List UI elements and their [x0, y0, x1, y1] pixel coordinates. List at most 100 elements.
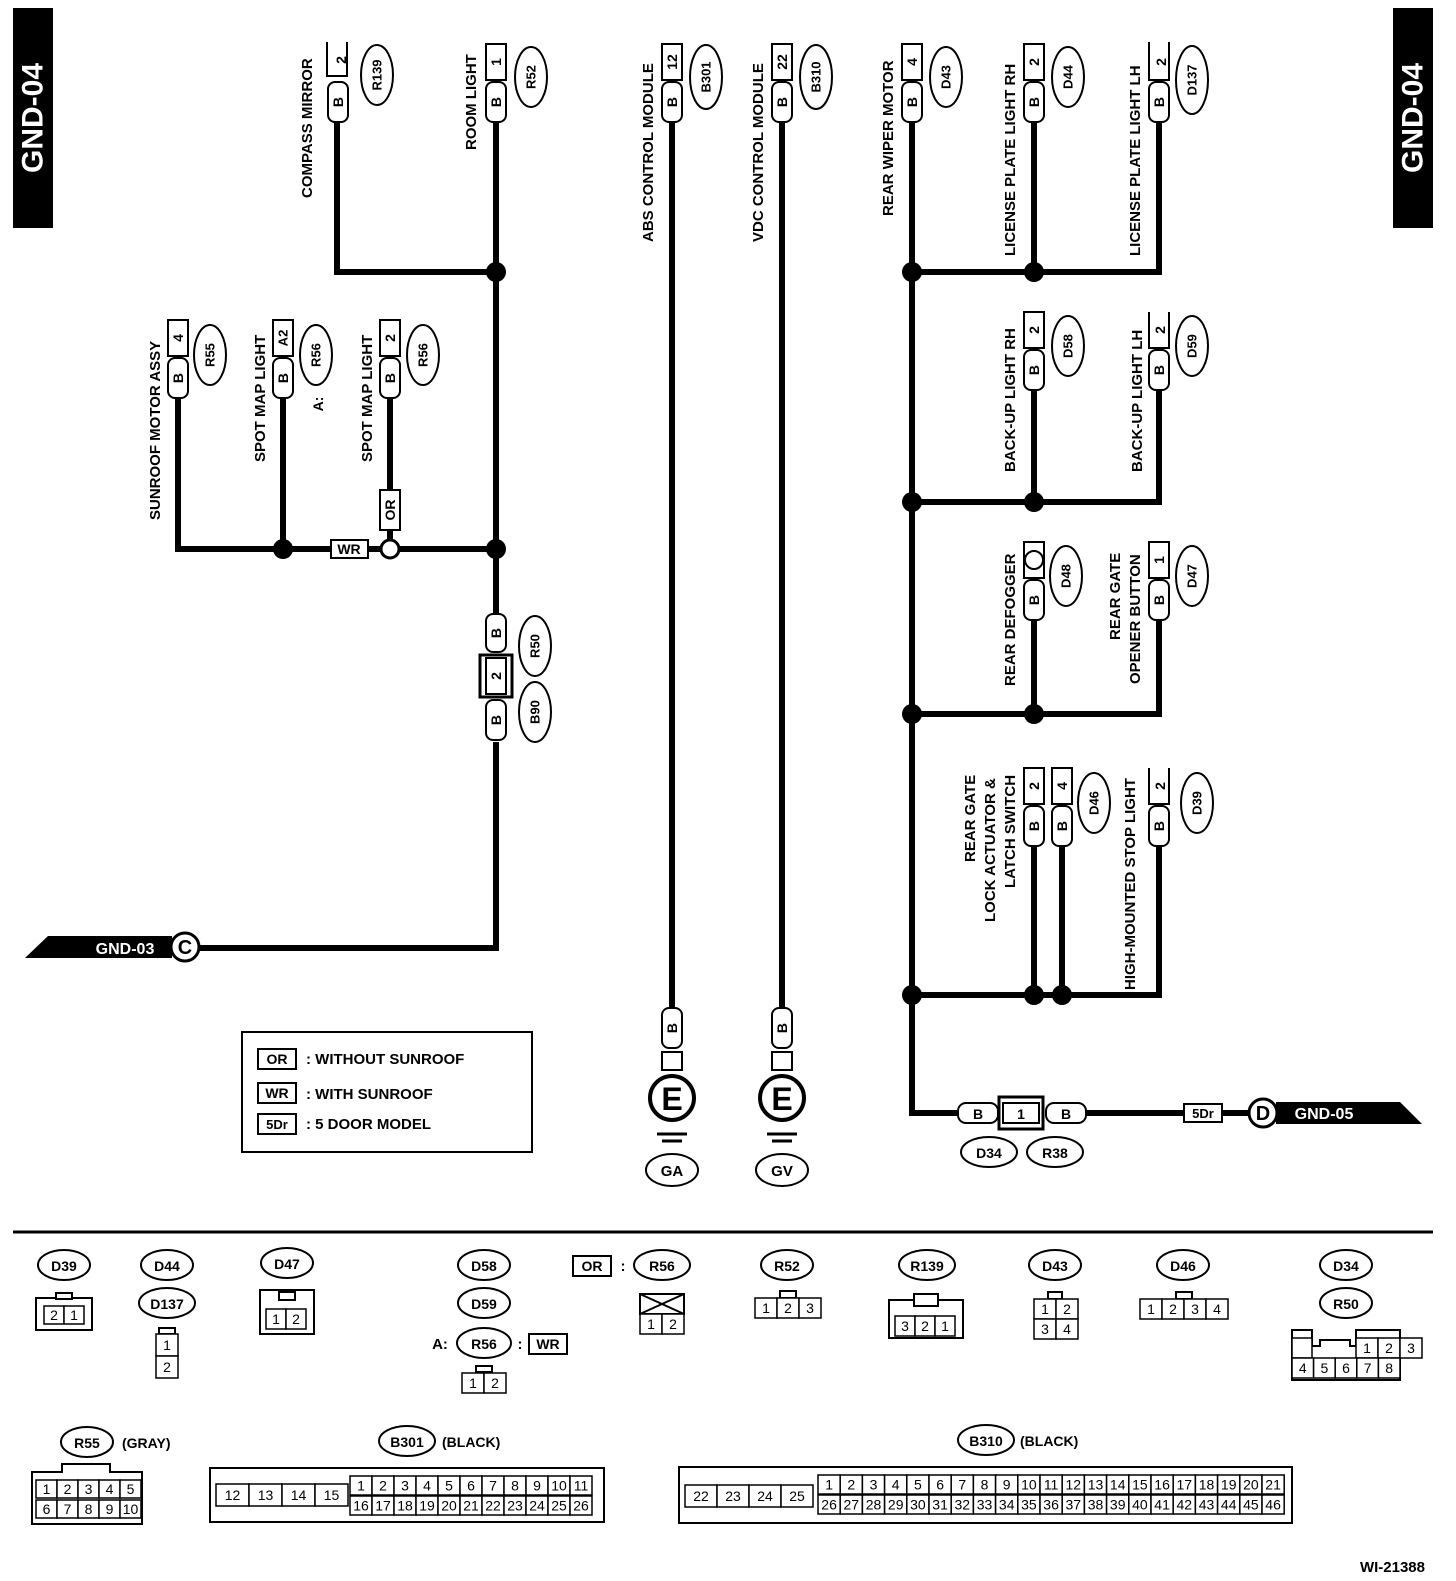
svg-text:LICENSE PLATE LIGHT LH: LICENSE PLATE LIGHT LH [1127, 65, 1144, 256]
backup-light-rh-connector: 2 B BACK-UP LIGHT RH D58 [1002, 311, 1085, 472]
pin-cell [780, 1484, 814, 1508]
svg-text:22: 22 [774, 54, 790, 70]
pin-number: 39 [1110, 1497, 1126, 1513]
pin-number: 11 [1044, 1477, 1059, 1493]
face-label-b310: B310 (BLACK) [957, 1424, 1078, 1456]
pin-number: 1 [469, 1375, 477, 1391]
svg-text:C: C [178, 937, 192, 959]
pin-cell [119, 1499, 142, 1519]
svg-text:R38: R38 [1042, 1145, 1068, 1161]
svg-text:B90: B90 [528, 700, 543, 724]
spot-map-light-a-connector: A2 B SPOT MAP LIGHT R56 A: [252, 319, 333, 462]
ground-ga: B E GA [645, 1007, 699, 1187]
svg-text:LICENSE PLATE LIGHT RH: LICENSE PLATE LIGHT RH [1002, 64, 1019, 256]
svg-text:A:: A: [310, 397, 326, 412]
pin-number: 12 [1066, 1477, 1082, 1493]
pin-cell [155, 1355, 179, 1379]
svg-text:D39: D39 [51, 1258, 77, 1274]
svg-text:2: 2 [1152, 326, 1168, 334]
pin-number: 24 [529, 1498, 545, 1514]
pin-number: 1 [1363, 1340, 1371, 1356]
pin-number: 1 [272, 1311, 280, 1327]
svg-text:1: 1 [1151, 556, 1167, 564]
pin-number: 19 [1221, 1477, 1237, 1493]
pin-number: 43 [1199, 1497, 1215, 1513]
pin-number: 7 [489, 1478, 497, 1494]
pin-number: 42 [1177, 1497, 1193, 1513]
pin-cell [661, 1313, 685, 1335]
pin-cell [63, 1305, 85, 1325]
svg-text:R56: R56 [416, 343, 431, 367]
svg-text:D58: D58 [471, 1258, 497, 1274]
pin-number: 25 [551, 1498, 567, 1514]
svg-text:B: B [904, 97, 920, 107]
ground-gv: B E GV [755, 1007, 809, 1187]
svg-text:D137: D137 [150, 1296, 184, 1312]
svg-text:REAR WIPER MOTOR: REAR WIPER MOTOR [880, 60, 897, 216]
svg-text:B: B [1026, 821, 1042, 831]
pin-cell [1377, 1357, 1401, 1379]
pin-number: 19 [419, 1498, 435, 1514]
svg-text::: : [621, 1258, 626, 1275]
svg-text:D58: D58 [1061, 334, 1076, 358]
svg-text:COMPASS MIRROR: COMPASS MIRROR [299, 58, 316, 198]
pin-number: 26 [821, 1497, 837, 1513]
pin-number: 26 [573, 1498, 589, 1514]
svg-text:R52: R52 [524, 65, 539, 89]
svg-text:A2: A2 [276, 330, 291, 347]
svg-text:D43: D43 [939, 65, 954, 89]
pin-number: 4 [892, 1477, 900, 1493]
svg-text:12: 12 [664, 54, 680, 70]
pin-number: 7 [64, 1501, 72, 1517]
svg-text:R139: R139 [910, 1258, 944, 1274]
svg-text:B: B [488, 715, 504, 725]
svg-text:4: 4 [904, 58, 920, 66]
pin-number: 16 [1154, 1477, 1170, 1493]
face-label-d46: D46 [1156, 1249, 1210, 1281]
svg-text:B: B [170, 373, 186, 383]
svg-text:2: 2 [1152, 782, 1168, 790]
pin-number: 18 [397, 1498, 413, 1514]
pin-number: 11 [574, 1478, 589, 1494]
svg-text:4: 4 [170, 334, 186, 342]
compass-mirror-connector: 2 B COMPASS MIRROR R139 [299, 42, 394, 198]
svg-text:REAR GATE: REAR GATE [962, 775, 979, 862]
pin-number: 10 [551, 1478, 567, 1494]
svg-text:WR: WR [265, 1085, 288, 1101]
svg-text:D44: D44 [1061, 64, 1076, 89]
pin-number: 3 [1041, 1321, 1049, 1337]
svg-text:2: 2 [1153, 58, 1169, 66]
svg-text:R55: R55 [74, 1435, 100, 1451]
svg-text:B: B [1026, 595, 1042, 605]
svg-text:B: B [774, 97, 790, 107]
5dr-tag: 5Dr [1183, 1103, 1223, 1123]
pin-number: 23 [507, 1498, 523, 1514]
pin-number: 41 [1154, 1497, 1170, 1513]
pin-number: 31 [932, 1497, 948, 1513]
svg-text:WR: WR [536, 1336, 559, 1352]
svg-text:B: B [382, 373, 398, 383]
pin-number: 17 [375, 1498, 391, 1514]
rear-gate-latch-connector: 2 4 B B REAR GATE LOCK ACTUATOR & LATCH … [962, 767, 1111, 922]
svg-text:D47: D47 [274, 1256, 300, 1272]
wr-tag: WR [330, 539, 369, 559]
svg-text:B: B [1151, 365, 1167, 375]
face-label-r56: OR : R56 [572, 1249, 691, 1281]
svg-text:D43: D43 [1042, 1258, 1068, 1274]
svg-text:B: B [488, 97, 504, 107]
pin-number: 2 [847, 1477, 855, 1493]
svg-text:D48: D48 [1059, 564, 1074, 588]
svg-text:R56: R56 [649, 1258, 675, 1274]
pin-number: 8 [511, 1478, 519, 1494]
svg-text:B: B [1151, 595, 1167, 605]
svg-text:GA: GA [661, 1163, 684, 1180]
pin-number: 21 [463, 1498, 479, 1514]
pin-number: 1 [825, 1477, 833, 1493]
or-tag: OR [379, 489, 401, 531]
svg-text:VDC CONTROL MODULE: VDC CONTROL MODULE [750, 63, 767, 242]
svg-text:(BLACK): (BLACK) [442, 1434, 500, 1450]
svg-text:B: B [1061, 1106, 1071, 1122]
svg-text:R52: R52 [774, 1258, 800, 1274]
pin-number: 35 [1021, 1497, 1037, 1513]
svg-text:2: 2 [1026, 326, 1042, 334]
